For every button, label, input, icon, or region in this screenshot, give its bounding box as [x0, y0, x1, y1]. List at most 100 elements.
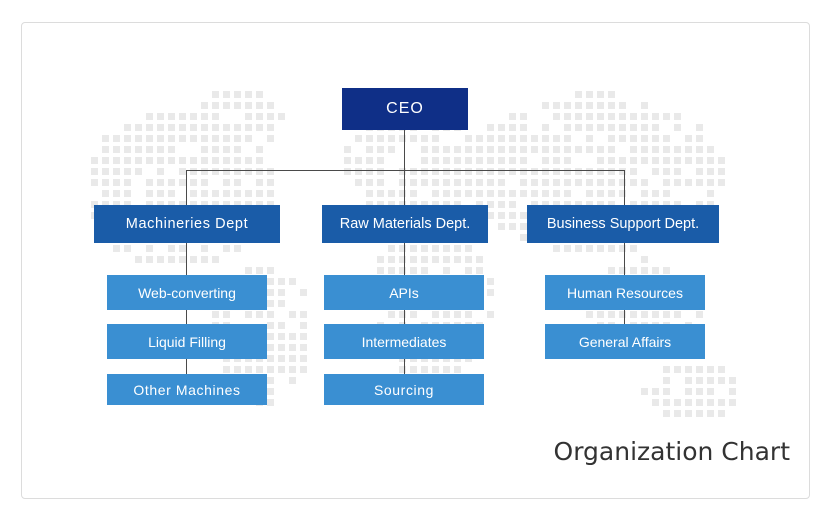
map-dot: [674, 311, 681, 318]
map-dot: [663, 135, 670, 142]
map-dot: [520, 135, 527, 142]
map-dot: [399, 267, 406, 274]
map-dot: [663, 179, 670, 186]
map-dot: [267, 201, 274, 208]
map-dot: [190, 201, 197, 208]
map-dot: [641, 201, 648, 208]
map-dot: [421, 201, 428, 208]
map-dot: [146, 190, 153, 197]
map-dot: [267, 311, 274, 318]
dept2-connector: [404, 170, 405, 205]
dept1-units-connector: [186, 243, 187, 391]
map-dot: [685, 377, 692, 384]
map-dot: [410, 366, 417, 373]
map-dot: [168, 113, 175, 120]
map-dot: [223, 311, 230, 318]
map-dot: [245, 168, 252, 175]
map-dot: [256, 190, 263, 197]
unit-liquid-filling: Liquid Filling: [107, 324, 267, 359]
map-dot: [641, 311, 648, 318]
map-dot: [377, 179, 384, 186]
map-dot: [619, 311, 626, 318]
map-dot: [267, 388, 274, 395]
map-dot: [366, 168, 373, 175]
map-dot: [223, 366, 230, 373]
map-dot: [245, 366, 252, 373]
map-dot: [421, 135, 428, 142]
map-dot: [377, 267, 384, 274]
map-dot: [256, 201, 263, 208]
map-dot: [113, 179, 120, 186]
map-dot: [586, 124, 593, 131]
map-dot: [443, 256, 450, 263]
map-dot: [454, 201, 461, 208]
map-dot: [234, 366, 241, 373]
map-dot: [520, 157, 527, 164]
map-dot: [212, 135, 219, 142]
map-dot: [707, 168, 714, 175]
map-dot: [245, 91, 252, 98]
map-dot: [476, 201, 483, 208]
map-dot: [223, 91, 230, 98]
map-dot: [663, 267, 670, 274]
map-dot: [256, 366, 263, 373]
map-dot: [652, 168, 659, 175]
map-dot: [674, 124, 681, 131]
map-dot: [432, 146, 439, 153]
map-dot: [421, 179, 428, 186]
unit-apis: APIs: [324, 275, 484, 310]
map-dot: [410, 168, 417, 175]
map-dot: [564, 113, 571, 120]
map-dot: [212, 91, 219, 98]
map-dot: [388, 311, 395, 318]
map-dot: [300, 311, 307, 318]
map-dot: [432, 256, 439, 263]
map-dot: [146, 135, 153, 142]
map-dot: [696, 366, 703, 373]
map-dot: [619, 245, 626, 252]
map-dot: [487, 311, 494, 318]
map-dot: [454, 157, 461, 164]
map-dot: [663, 410, 670, 417]
map-dot: [234, 168, 241, 175]
map-dot: [465, 190, 472, 197]
map-dot: [377, 146, 384, 153]
map-dot: [465, 245, 472, 252]
map-dot: [696, 157, 703, 164]
map-dot: [707, 399, 714, 406]
map-dot: [498, 146, 505, 153]
dept2-units-connector: [404, 243, 405, 391]
map-dot: [102, 146, 109, 153]
map-dot: [366, 179, 373, 186]
map-dot: [685, 135, 692, 142]
map-dot: [696, 311, 703, 318]
map-dot: [267, 344, 274, 351]
map-dot: [718, 157, 725, 164]
map-dot: [432, 311, 439, 318]
map-dot: [652, 113, 659, 120]
map-dot: [102, 190, 109, 197]
map-dot: [245, 124, 252, 131]
map-dot: [168, 179, 175, 186]
map-dot: [223, 168, 230, 175]
map-dot: [608, 91, 615, 98]
map-dot: [586, 91, 593, 98]
map-dot: [630, 113, 637, 120]
map-dot: [641, 179, 648, 186]
map-dot: [179, 168, 186, 175]
map-dot: [410, 179, 417, 186]
map-dot: [168, 190, 175, 197]
map-dot: [553, 157, 560, 164]
map-dot: [619, 157, 626, 164]
map-dot: [267, 399, 274, 406]
map-dot: [597, 91, 604, 98]
map-dot: [597, 190, 604, 197]
map-dot: [652, 399, 659, 406]
map-dot: [597, 113, 604, 120]
map-dot: [476, 179, 483, 186]
map-dot: [498, 168, 505, 175]
map-dot: [696, 168, 703, 175]
map-dot: [696, 179, 703, 186]
map-dot: [707, 366, 714, 373]
map-dot: [652, 190, 659, 197]
